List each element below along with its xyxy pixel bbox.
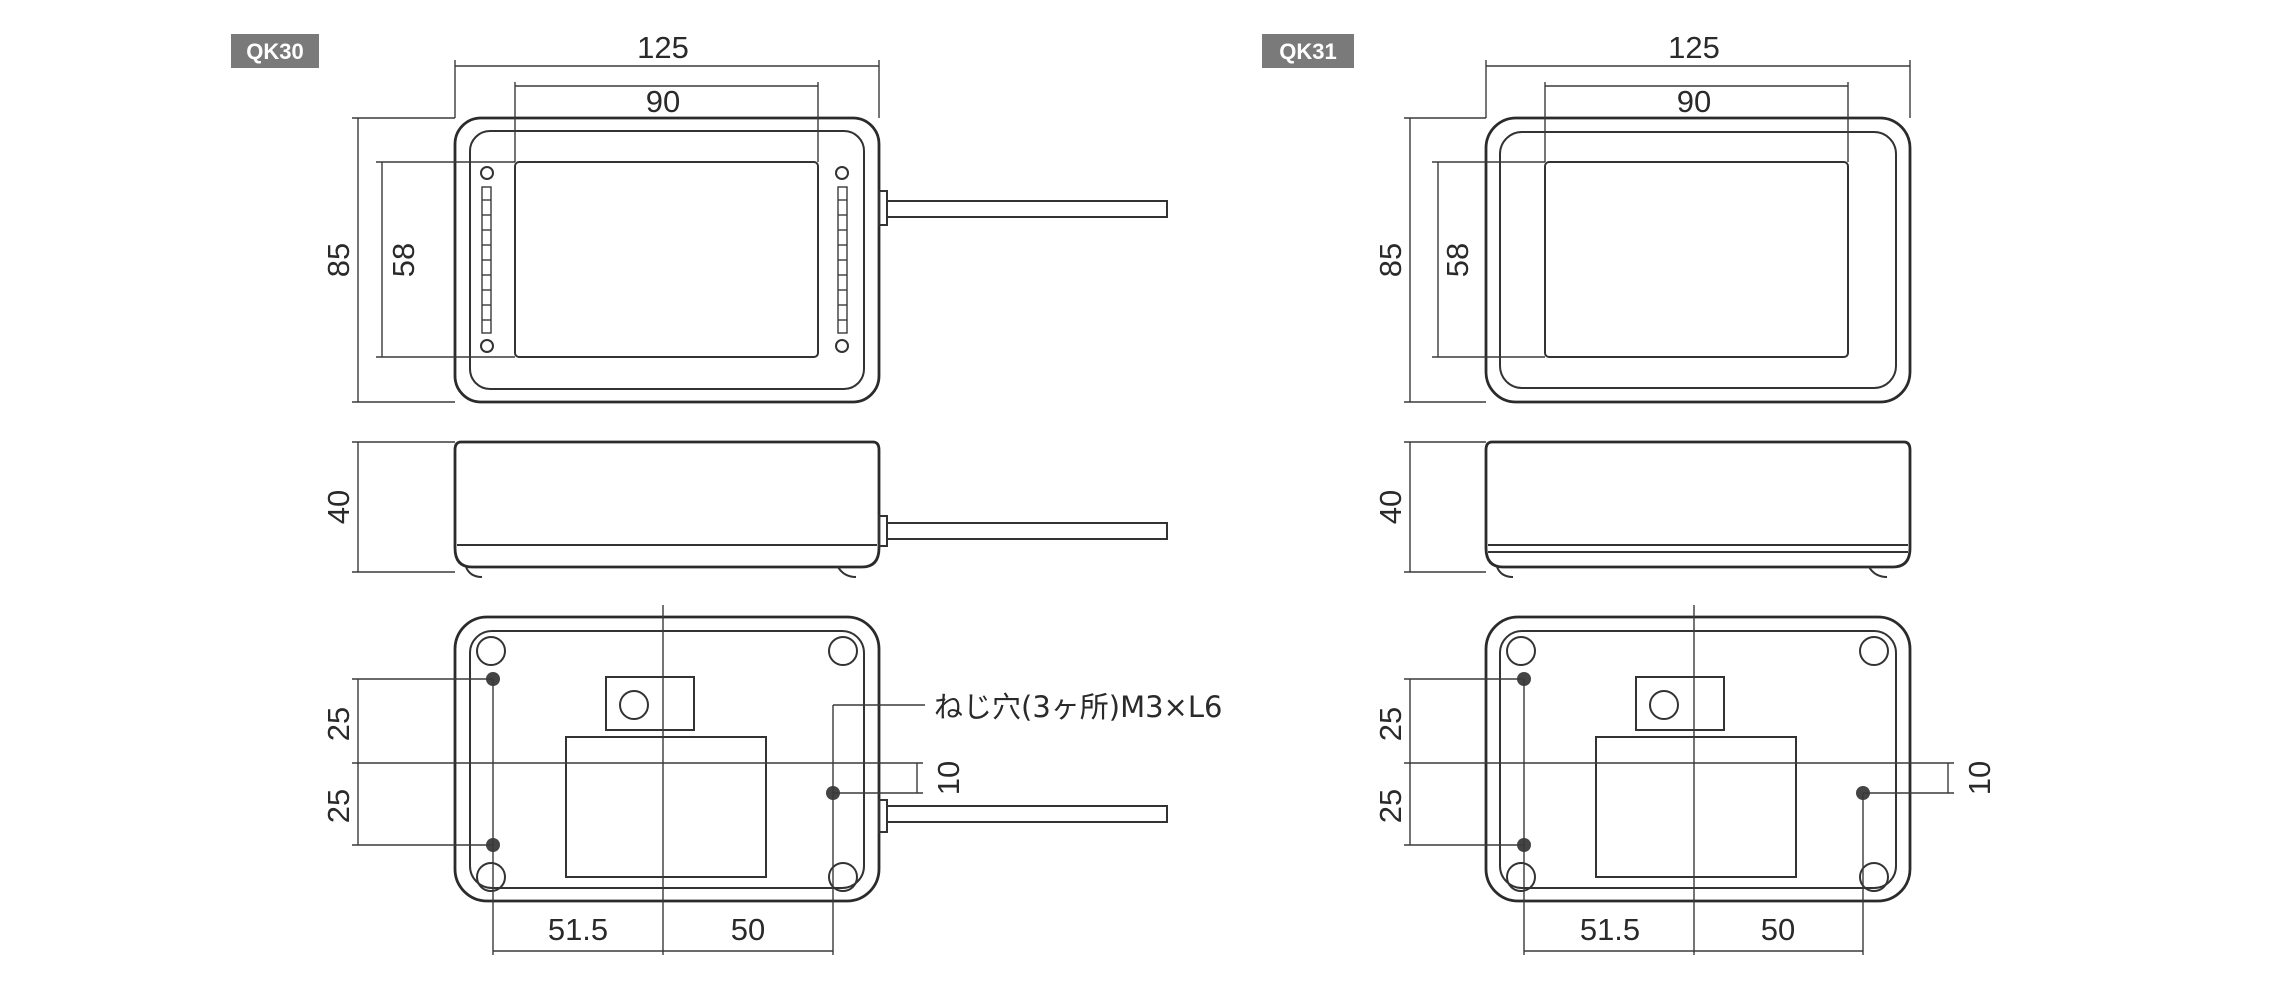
qk30-dim-top-inner-height: 58 xyxy=(386,243,421,277)
qk30-dim-bottom-right: 50 xyxy=(731,912,765,947)
qk31-dim-top-width: 125 xyxy=(1668,30,1720,65)
qk30-top-view: 125 90 85 58 xyxy=(321,30,1168,404)
qk30-label-bg xyxy=(231,34,319,68)
qk31-dim-bottom-left: 51.5 xyxy=(1580,912,1640,947)
qk31-dim-top-height: 85 xyxy=(1373,243,1408,277)
qk30-side-view: 40 xyxy=(321,440,1168,578)
qk31-dim-bottom-offset: 10 xyxy=(1962,761,1997,795)
qk30-dim-top-inner-width: 90 xyxy=(646,84,680,119)
qk30-drawing: QK30 xyxy=(231,30,1222,955)
qk30-dim-bottom-lower: 25 xyxy=(321,789,356,823)
qk31-dim-bottom-lower: 25 xyxy=(1373,789,1408,823)
qk31-dim-top-inner-height: 58 xyxy=(1440,243,1475,277)
qk31-label-bg xyxy=(1262,34,1354,68)
qk31-dim-side-height: 40 xyxy=(1373,490,1408,524)
qk31-label: QK31 xyxy=(1279,39,1336,64)
qk30-dim-side-height: 40 xyxy=(321,490,356,524)
qk31-top-view: 125 90 85 58 xyxy=(1373,30,1912,404)
qk31-bottom-view: 25 25 10 51.5 50 xyxy=(1373,605,1997,955)
qk31-side-view: 40 xyxy=(1373,440,1912,578)
qk31-drawing: QK31 125 90 85 58 xyxy=(1262,30,1997,955)
qk30-dim-top-width: 125 xyxy=(637,30,689,65)
qk30-dim-bottom-offset: 10 xyxy=(931,761,966,795)
qk31-dim-bottom-right: 50 xyxy=(1761,912,1795,947)
qk30-screw-note: ねじ穴(3ヶ所)M3×L6 xyxy=(934,690,1222,724)
qk31-dim-bottom-upper: 25 xyxy=(1373,707,1408,741)
qk30-dim-bottom-upper: 25 xyxy=(321,707,356,741)
qk30-bottom-view: 25 25 10 51.5 50 ねじ穴(3ヶ所)M3×L6 xyxy=(321,605,1222,955)
qk31-dim-top-inner-width: 90 xyxy=(1677,84,1711,119)
qk30-dim-bottom-left: 51.5 xyxy=(548,912,608,947)
qk30-label: QK30 xyxy=(246,39,303,64)
qk30-dim-top-height: 85 xyxy=(321,243,356,277)
